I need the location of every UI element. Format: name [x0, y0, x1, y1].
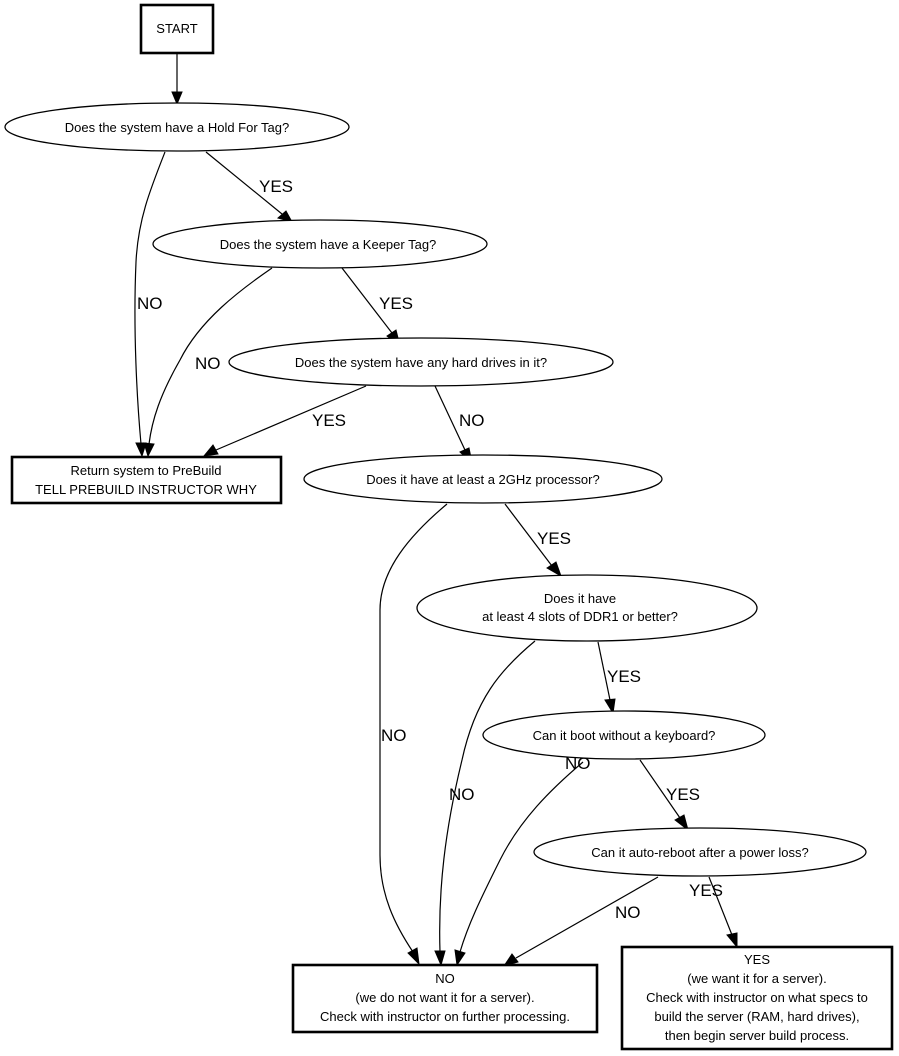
- edge-start-hold: [171, 53, 183, 106]
- edge-keeper-return: NO: [143, 267, 273, 458]
- edge-reboot-yes: YES: [689, 876, 738, 949]
- edge-label-no: NO: [195, 354, 221, 373]
- node-label: (we want it for a server).: [687, 971, 826, 986]
- arrowhead: [143, 442, 155, 458]
- edge-label-yes: YES: [312, 411, 346, 430]
- node-result-yes: YES (we want it for a server). Check wit…: [620, 945, 894, 1051]
- node-label: Does it have: [544, 591, 616, 606]
- edge-boot-reboot: YES: [639, 759, 700, 832]
- arrowhead: [546, 561, 562, 578]
- node-label: Does the system have a Keeper Tag?: [220, 237, 437, 252]
- node-hold-for-tag: Does the system have a Hold For Tag?: [4, 102, 350, 152]
- edges: YES NO YES NO YES NO: [134, 53, 738, 967]
- edge-label-yes: YES: [379, 294, 413, 313]
- edge-label-no: NO: [137, 294, 163, 313]
- arrowhead: [171, 91, 183, 106]
- edge-label-no: NO: [565, 754, 591, 773]
- node-label: TELL PREBUILD INSTRUCTOR WHY: [35, 482, 257, 497]
- node-boot-keyboard: Can it boot without a keyboard?: [482, 710, 766, 760]
- node-ddr-slots: Does it have at least 4 slots of DDR1 or…: [416, 574, 758, 642]
- arrowhead: [726, 932, 738, 949]
- node-label: Does the system have a Hold For Tag?: [65, 120, 290, 135]
- edge-label-yes: YES: [607, 667, 641, 686]
- edge-ddr-no: NO: [434, 640, 536, 967]
- edge-label-yes: YES: [537, 529, 571, 548]
- node-processor: Does it have at least a 2GHz processor?: [303, 454, 663, 504]
- edge-keeper-drives: YES: [341, 267, 413, 348]
- edge-processor-ddr: YES: [504, 503, 571, 578]
- edge-label-yes: YES: [666, 785, 700, 804]
- arrowhead: [434, 950, 446, 967]
- arrowhead: [407, 947, 420, 966]
- arrowhead: [202, 444, 219, 457]
- edge-label-no: NO: [459, 411, 485, 430]
- node-label: Does the system have any hard drives in …: [295, 355, 547, 370]
- node-label: build the server (RAM, hard drives),: [654, 1009, 859, 1024]
- node-hard-drives: Does the system have any hard drives in …: [228, 337, 614, 387]
- node-label: NO: [435, 971, 455, 986]
- edge-hold-keeper: YES: [205, 151, 293, 223]
- edge-drives-return: YES: [202, 385, 367, 457]
- arrowhead: [135, 442, 147, 458]
- node-result-no: NO (we do not want it for a server). Che…: [291, 963, 599, 1034]
- arrowhead: [454, 949, 466, 967]
- edge-label-yes: YES: [259, 177, 293, 196]
- node-label: then begin server build process.: [665, 1028, 849, 1043]
- node-return-prebuild: Return system to PreBuild TELL PREBUILD …: [10, 455, 283, 505]
- node-label: YES: [744, 952, 770, 967]
- node-label: Can it boot without a keyboard?: [533, 728, 716, 743]
- edge-label-yes: YES: [689, 881, 723, 900]
- edge-hold-return: NO: [134, 151, 166, 458]
- arrowhead: [604, 698, 616, 715]
- edge-processor-no: NO: [379, 503, 448, 966]
- node-label: (we do not want it for a server).: [355, 990, 534, 1005]
- node-label: Return system to PreBuild: [70, 463, 221, 478]
- node-label: Check with instructor on further process…: [320, 1009, 570, 1024]
- edge-ddr-boot: YES: [597, 641, 641, 715]
- arrowhead: [674, 814, 689, 832]
- edge-boot-no: NO: [454, 754, 591, 967]
- node-label: START: [156, 21, 197, 36]
- edge-drives-processor: NO: [434, 385, 485, 465]
- node-label: Check with instructor on what specs to: [646, 990, 868, 1005]
- edge-label-no: NO: [449, 785, 475, 804]
- edge-label-no: NO: [615, 903, 641, 922]
- node-label: Does it have at least a 2GHz processor?: [366, 472, 599, 487]
- node-keeper-tag: Does the system have a Keeper Tag?: [152, 219, 488, 269]
- node-start: START: [139, 3, 215, 55]
- node-auto-reboot: Can it auto-reboot after a power loss?: [533, 827, 867, 877]
- node-label: at least 4 slots of DDR1 or better?: [482, 609, 678, 624]
- edge-label-no: NO: [381, 726, 407, 745]
- node-label: Can it auto-reboot after a power loss?: [591, 845, 809, 860]
